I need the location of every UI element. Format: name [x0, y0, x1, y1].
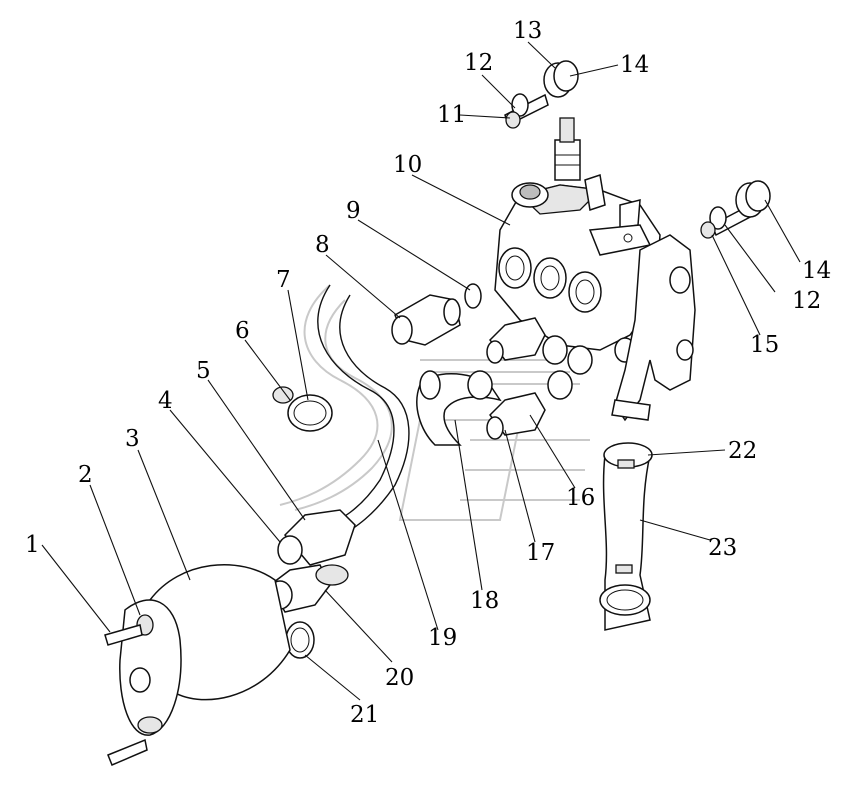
callout-15: 15	[750, 332, 779, 358]
callout-9: 9	[346, 198, 361, 224]
clamps-6-7	[272, 386, 333, 432]
watermark-logo	[279, 284, 590, 521]
callout-22: 22	[728, 438, 757, 464]
hose-23	[599, 442, 653, 631]
callout-21: 21	[350, 702, 379, 728]
callout-1: 1	[25, 532, 40, 558]
callout-14-top: 14	[620, 52, 649, 78]
callout-4: 4	[158, 388, 173, 414]
callout-7: 7	[276, 267, 291, 293]
callout-6: 6	[235, 318, 250, 344]
callout-19: 19	[428, 625, 457, 651]
callout-3: 3	[125, 426, 140, 452]
callout-8: 8	[315, 232, 330, 258]
bolt-assembly-top	[504, 60, 579, 129]
callout-10: 10	[393, 152, 422, 178]
callout-12-right: 12	[792, 288, 821, 314]
callout-13: 13	[513, 18, 542, 44]
callout-20: 20	[385, 665, 414, 691]
filter-canister	[104, 564, 291, 766]
callout-14-right: 14	[802, 258, 831, 284]
callout-18: 18	[470, 588, 499, 614]
bolt-assembly-right	[700, 180, 771, 239]
hose-19	[317, 284, 410, 541]
callout-2: 2	[78, 462, 93, 488]
bracket-housing	[611, 234, 696, 422]
callout-5: 5	[196, 358, 211, 384]
callout-12-top: 12	[464, 50, 493, 76]
elbow-fitting-8	[391, 283, 482, 346]
callout-17: 17	[526, 540, 555, 566]
leader-lines	[41, 41, 801, 701]
callout-16: 16	[566, 485, 595, 511]
callout-labels: 1 2 3 4 5 6 7 8 9 10 11 12 12 13 14 14 1…	[25, 18, 831, 728]
fittings-16-17	[486, 317, 546, 440]
callout-23: 23	[708, 535, 737, 561]
hose-18	[416, 370, 502, 446]
callout-11: 11	[437, 102, 466, 128]
o-ring-9	[464, 283, 482, 309]
